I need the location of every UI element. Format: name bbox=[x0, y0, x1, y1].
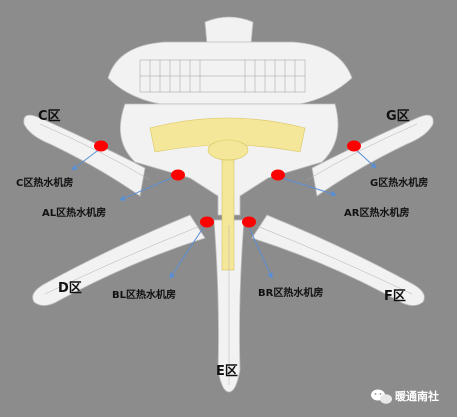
marker-c bbox=[94, 140, 108, 152]
marker-al bbox=[171, 169, 185, 181]
core-center bbox=[207, 139, 249, 161]
zone-label-e: E区 bbox=[216, 364, 238, 379]
room-label-g: G区热水机房 bbox=[370, 176, 428, 189]
arrow-bl bbox=[169, 224, 206, 279]
zone-label-d: D区 bbox=[58, 281, 82, 296]
callout-arrows bbox=[71, 147, 377, 279]
watermark: 暖通南社 bbox=[371, 389, 439, 404]
zone-label-c: C区 bbox=[38, 109, 61, 124]
boiler-room-markers bbox=[94, 140, 361, 228]
north-hall bbox=[107, 41, 353, 105]
north-hall-detail bbox=[139, 59, 306, 93]
room-label-c: C区热水机房 bbox=[16, 176, 73, 189]
watermark-text: 暖通南社 bbox=[395, 389, 439, 403]
marker-ar bbox=[271, 169, 285, 181]
core-ring bbox=[149, 117, 306, 153]
marker-bl bbox=[200, 216, 214, 228]
arrow-ar bbox=[278, 176, 337, 197]
zone-label-f: F区 bbox=[384, 289, 406, 304]
room-label-br: BR区热水机房 bbox=[258, 286, 323, 299]
pier-c bbox=[23, 114, 146, 197]
arrow-br bbox=[247, 224, 273, 279]
room-label-ar: AR区热水机房 bbox=[344, 206, 409, 219]
marker-g bbox=[347, 140, 361, 152]
core-spine bbox=[221, 159, 235, 271]
zone-label-g: G区 bbox=[386, 109, 410, 124]
pier-g bbox=[311, 114, 434, 197]
arrow-c bbox=[71, 147, 102, 171]
marker-br bbox=[242, 216, 256, 228]
room-label-al: AL区热水机房 bbox=[42, 206, 106, 219]
central-core bbox=[149, 117, 306, 271]
arrow-g bbox=[353, 147, 377, 169]
wechat-icon bbox=[371, 389, 392, 404]
room-label-bl: BL区热水机房 bbox=[112, 288, 176, 301]
pier-detail-lines bbox=[39, 123, 418, 385]
arrow-al bbox=[119, 175, 177, 201]
